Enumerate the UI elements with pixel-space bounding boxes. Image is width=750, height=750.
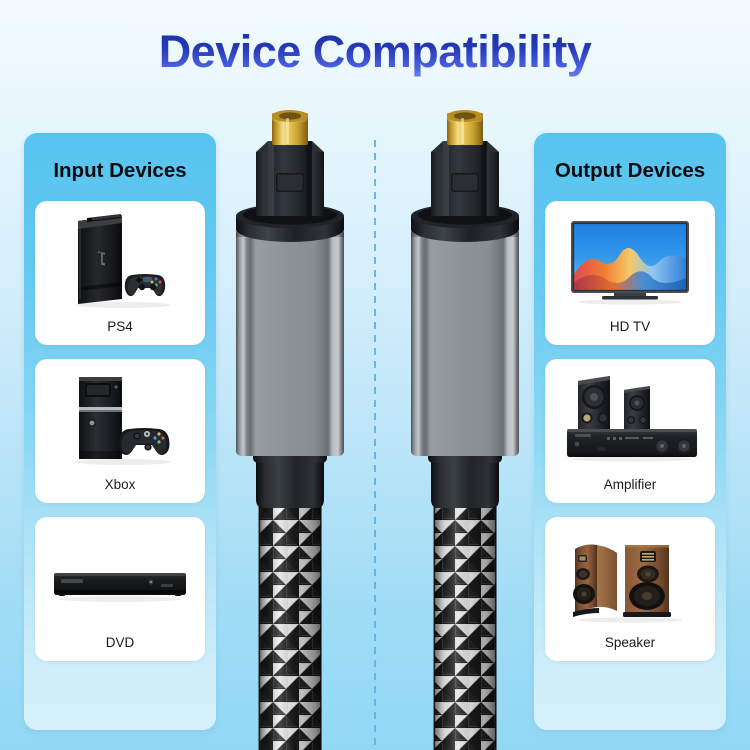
device-card-label: Amplifier: [603, 477, 657, 492]
device-card-label: PS4: [107, 319, 133, 334]
center-divider: [374, 140, 376, 748]
device-card-label: Speaker: [604, 635, 656, 650]
input-devices-card-list: PS4: [35, 201, 205, 675]
input-devices-panel: Input Devices: [24, 133, 216, 730]
output-devices-card-list: HD TV: [545, 201, 715, 675]
device-card-label: DVD: [105, 635, 135, 650]
output-devices-panel: Output Devices: [534, 133, 726, 730]
page-title: Device Compatibility: [0, 26, 750, 78]
ps4-console-icon: [75, 214, 171, 308]
input-devices-title: Input Devices: [53, 159, 187, 182]
device-card-label: Xbox: [104, 477, 136, 492]
connector-right: [411, 110, 519, 750]
output-devices-title: Output Devices: [554, 159, 706, 182]
xbox-console-icon: [75, 377, 171, 465]
device-card-ps4[interactable]: PS4: [35, 201, 205, 345]
device-card-amplifier[interactable]: Amplifier: [545, 359, 715, 503]
wooden-speaker-icon: [573, 544, 682, 623]
dvd-player-icon: [54, 573, 186, 602]
device-card-label: HD TV: [609, 319, 651, 334]
device-card-dvd[interactable]: DVD: [35, 517, 205, 661]
connector-left: [236, 110, 344, 750]
hd-tv-icon: [571, 221, 689, 305]
device-card-xbox[interactable]: Xbox: [35, 359, 205, 503]
device-card-speaker[interactable]: Speaker: [545, 517, 715, 661]
device-card-hd-tv[interactable]: HD TV: [545, 201, 715, 345]
amplifier-icon: [567, 376, 697, 462]
